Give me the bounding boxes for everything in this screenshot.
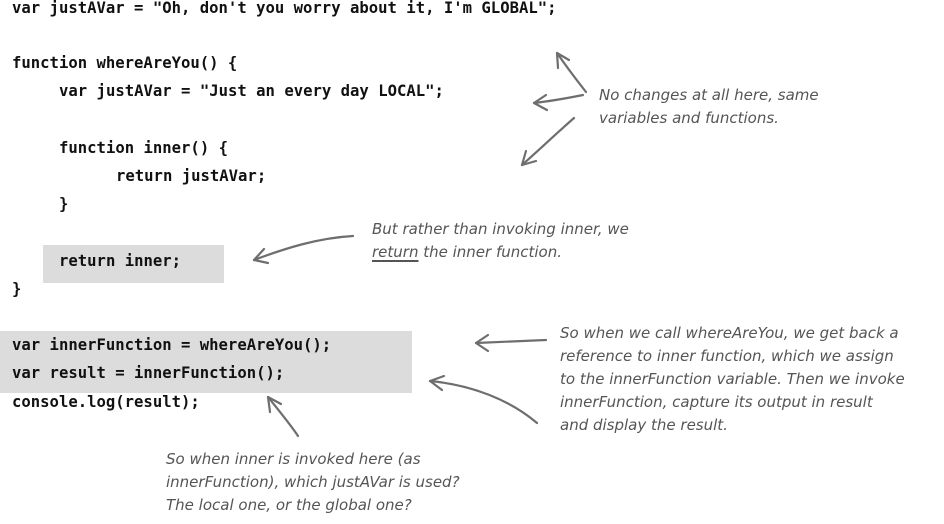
- code-line-local-var: var justAVar = "Just an every day LOCAL"…: [59, 82, 444, 100]
- arrow-to-local-var: [532, 93, 585, 112]
- arrow-to-inner-function: [520, 116, 576, 167]
- note-line: and display the result.: [560, 416, 728, 434]
- code-line-inner-close: }: [59, 195, 69, 213]
- code-line-inner-declaration: function inner() {: [59, 139, 228, 157]
- code-line-inner-return: return justAVar;: [116, 167, 267, 185]
- note-line-2: return the inner function.: [372, 241, 629, 264]
- arrow-to-result-var: [428, 374, 539, 425]
- note-line: variables and functions.: [599, 109, 779, 127]
- note-line: But rather than invoking inner, we: [372, 220, 629, 238]
- note-line: So when we call whereAreYou, we get back…: [560, 324, 899, 342]
- arrow-to-inner-function-var: [474, 333, 548, 353]
- code-line-console-log: console.log(result);: [12, 393, 200, 411]
- code-line-return-inner: return inner;: [59, 252, 182, 270]
- note-line: So when inner is invoked here (as: [166, 450, 421, 468]
- note-line: reference to inner function, which we as…: [560, 347, 894, 365]
- arrow-to-global-var: [555, 51, 588, 94]
- code-line-result-var: var result = innerFunction();: [12, 364, 285, 382]
- return-inner-highlight: [43, 245, 224, 283]
- code-line-inner-function-var: var innerFunction = whereAreYou();: [12, 336, 332, 354]
- code-line-function-close: }: [12, 280, 22, 298]
- note-no-changes: No changes at all here, same variables a…: [599, 84, 819, 130]
- note-line: No changes at all here, same: [599, 86, 819, 104]
- note-line-rest: the inner function.: [418, 243, 563, 261]
- note-line: innerFunction), which justAVar is used?: [166, 473, 460, 491]
- note-which-var-question: So when inner is invoked here (as innerF…: [166, 448, 460, 517]
- note-call-where-are-you: So when we call whereAreYou, we get back…: [560, 322, 905, 437]
- note-line: The local one, or the global one?: [166, 496, 412, 514]
- code-line-global-var: var justAVar = "Oh, don't you worry abou…: [12, 0, 557, 17]
- code-line-function-declaration: function whereAreYou() {: [12, 54, 238, 72]
- note-line: to the innerFunction variable. Then we i…: [560, 370, 905, 388]
- call-highlight: [0, 331, 412, 393]
- underlined-word-return: return: [372, 243, 419, 261]
- arrow-to-console-log: [266, 395, 300, 438]
- note-line: innerFunction, capture its output in res…: [560, 393, 873, 411]
- arrow-to-return-inner: [252, 234, 355, 265]
- note-return-inner: But rather than invoking inner, we retur…: [372, 218, 629, 264]
